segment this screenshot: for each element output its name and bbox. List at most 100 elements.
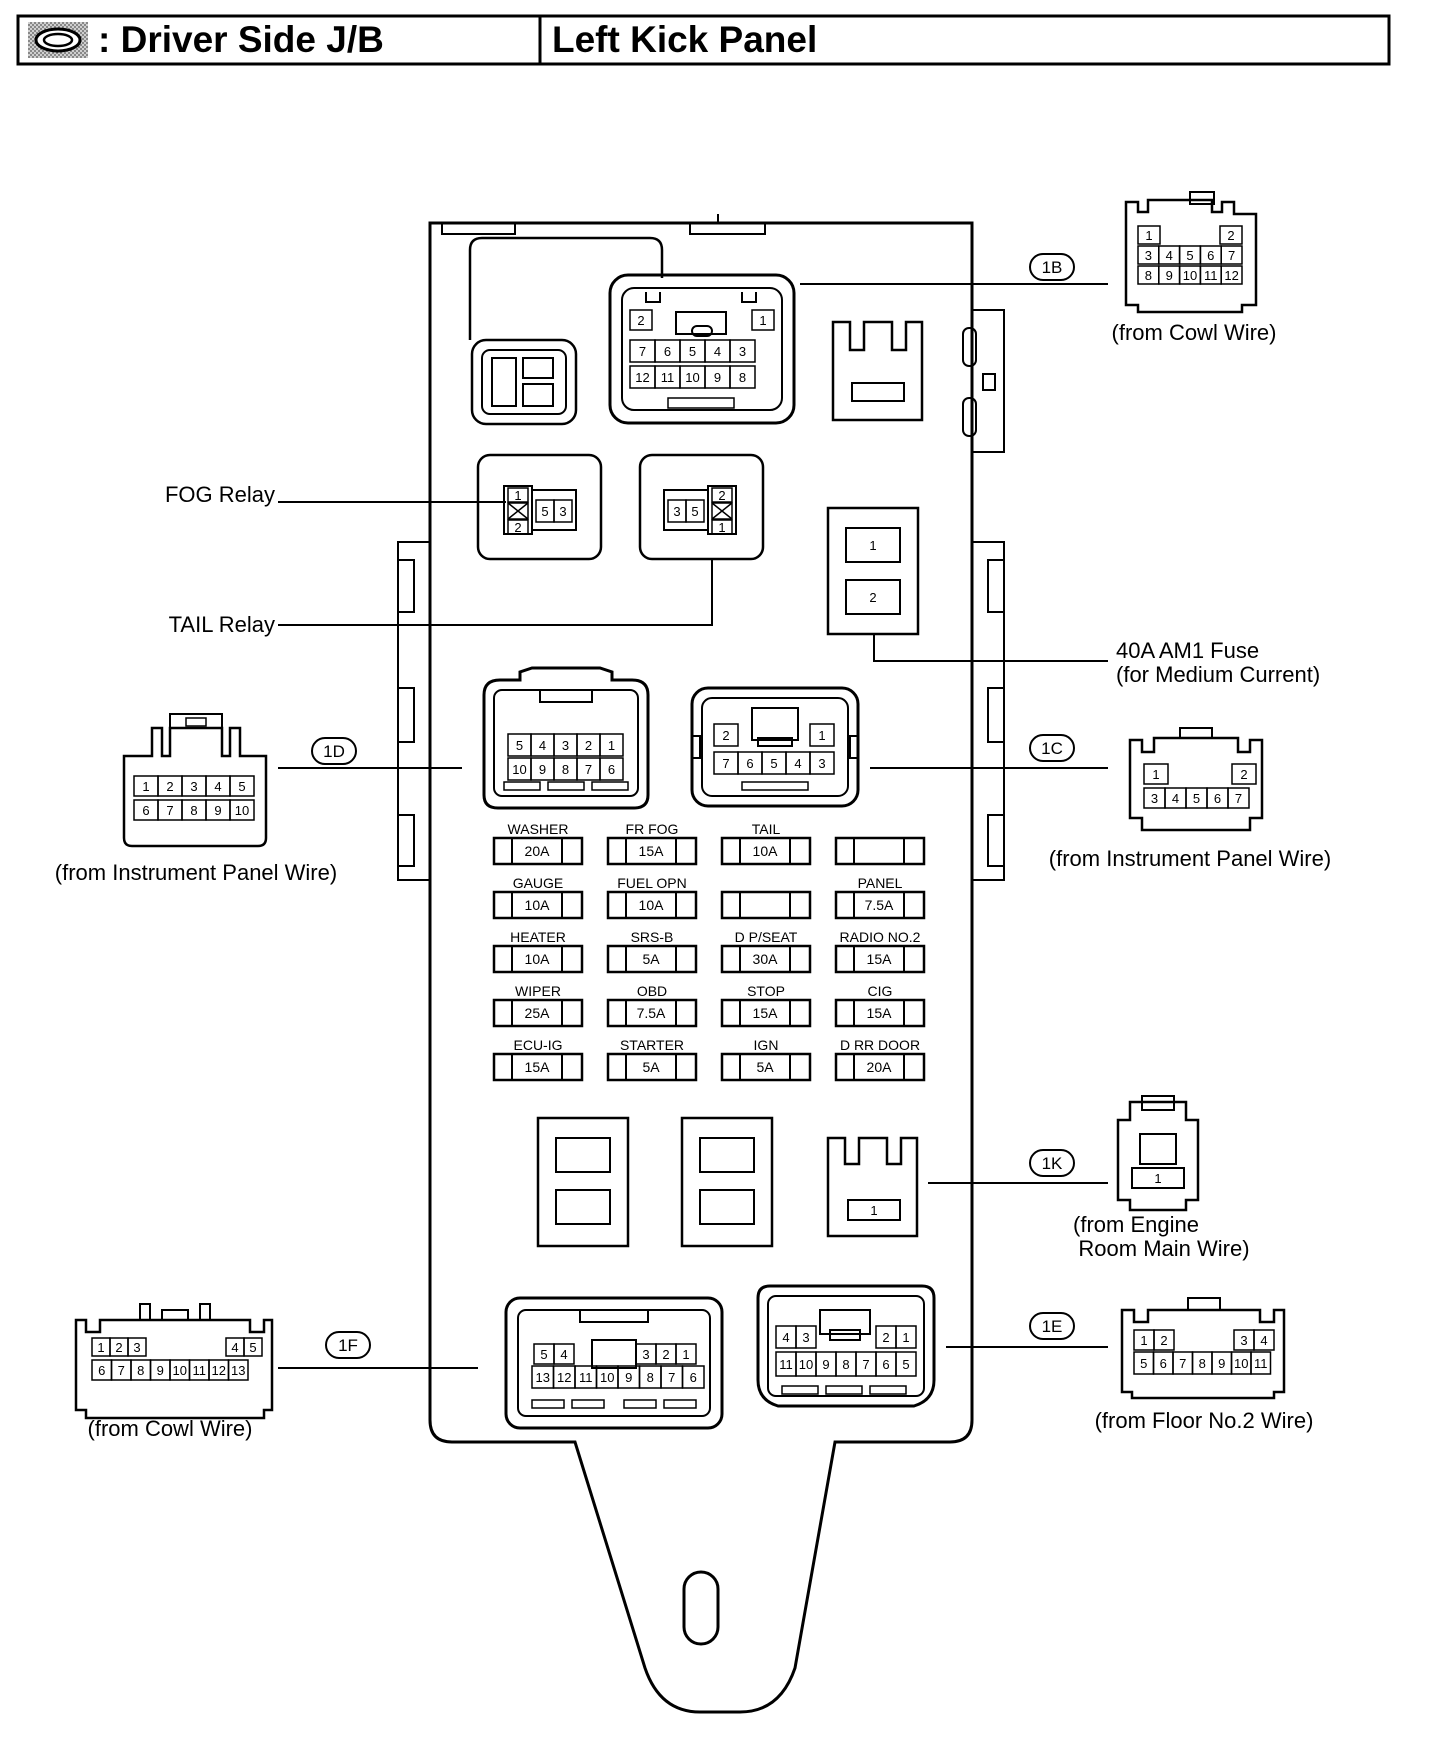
fuse-amp: 10A <box>525 951 551 967</box>
1B-box-pin-cell <box>729 365 756 389</box>
fuse-name: D P/SEAT <box>735 929 798 945</box>
code-1K-callout: 1K <box>1029 1149 1075 1177</box>
fuse-amp: 25A <box>525 1005 551 1021</box>
leader-lines <box>278 283 1108 1369</box>
1B-box-pin-cell <box>629 309 653 331</box>
1E-ext-pin-label: 4 <box>1260 1333 1267 1348</box>
1E-ext-pin-label: 3 <box>1240 1333 1247 1348</box>
junction-block-body <box>397 214 1005 1714</box>
fog-pin-label: 3 <box>559 504 566 519</box>
am1-fuse-sublabel: (for Medium Current) <box>1116 662 1320 687</box>
1C-box-pin-label: 6 <box>746 756 753 771</box>
1E-box-pin-label: 1 <box>902 1330 909 1345</box>
1E-ext-pin-label: 8 <box>1199 1356 1206 1371</box>
code-1E: 1E <box>1042 1317 1063 1336</box>
connector-1F-source: (from Cowl Wire) <box>88 1416 253 1441</box>
header-title: : Driver Side J/B <box>98 19 384 60</box>
tail-relay-label: TAIL Relay <box>169 612 275 637</box>
fuse-name: CIG <box>868 983 893 999</box>
1F-box-pin-label: 13 <box>536 1370 550 1385</box>
1D-box-pin-label: 2 <box>585 738 592 753</box>
1F-ext-pin-cell <box>243 1337 263 1357</box>
1D-box-pin-label: 3 <box>562 738 569 753</box>
1B-box-pin-label: 2 <box>637 313 644 328</box>
fuse-amp: 15A <box>867 951 893 967</box>
connector-1K-source-line1: (from Engine <box>1073 1212 1199 1237</box>
1B-box-pin-cell <box>729 339 756 363</box>
1F-ext-pin-label: 2 <box>115 1340 122 1355</box>
1D-ext-pin-label: 3 <box>190 779 197 794</box>
fuse-name: RADIO NO.2 <box>840 929 921 945</box>
1B-ext-pin-cell <box>1137 225 1161 245</box>
fuse-name: IGN <box>754 1037 779 1053</box>
1C-box-pin-label: 1 <box>818 728 825 743</box>
1C-box-pin-cell <box>809 751 835 775</box>
am1-pin-1: 1 <box>869 538 876 553</box>
am1-fuse-holder: 1 2 <box>826 506 920 636</box>
1B-ext-pin-label: 10 <box>1183 268 1197 283</box>
1F-ext-pin-label: 12 <box>212 1363 226 1378</box>
1B-box-pin-label: 7 <box>639 344 646 359</box>
1E-box-pin-label: 2 <box>882 1330 889 1345</box>
1E-ext-pin-label: 1 <box>1140 1333 1147 1348</box>
1C-ext-pin-label: 2 <box>1240 767 1247 782</box>
fuse-amp: 30A <box>753 951 779 967</box>
1D-ext-pin-label: 5 <box>238 779 245 794</box>
1F-box-pin-cell <box>553 1343 575 1365</box>
1F-box-pin-label: 7 <box>668 1370 675 1385</box>
fuse-amp: 7.5A <box>865 897 894 913</box>
1C-ext-pin-label: 5 <box>1193 791 1200 806</box>
1F-ext-pin-label: 1 <box>97 1340 104 1355</box>
1B-ext-pin-label: 3 <box>1145 248 1152 263</box>
1D-ext-pin-label: 8 <box>190 803 197 818</box>
1F-ext-pin-label: 3 <box>133 1340 140 1355</box>
fog-pin-label: 5 <box>541 504 548 519</box>
1C-box-pin-label: 3 <box>818 756 825 771</box>
fuse-name: FUEL OPN <box>617 875 687 891</box>
1C-box-pin-label: 7 <box>722 756 729 771</box>
lower-relay-socket-1 <box>536 1116 630 1248</box>
connector-1E-source: (from Floor No.2 Wire) <box>1095 1408 1314 1433</box>
fuse-amp: 15A <box>867 1005 893 1021</box>
connector-1D-source: (from Instrument Panel Wire) <box>55 860 337 885</box>
1C-box-pin-label: 5 <box>770 756 777 771</box>
1C-box-pin-cell <box>713 723 739 747</box>
1F-box-pin-label: 4 <box>560 1347 567 1362</box>
tail-pin-label: 1 <box>718 520 725 535</box>
1F-ext-pin-label: 4 <box>231 1340 238 1355</box>
1D-ext-pin-label: 6 <box>142 803 149 818</box>
1D-box-pin-label: 5 <box>516 738 523 753</box>
code-1C: 1C <box>1041 739 1063 758</box>
1F-box-pin-label: 12 <box>557 1370 571 1385</box>
1D-box-pin-cell <box>599 733 624 757</box>
1D-box-pin-label: 4 <box>539 738 546 753</box>
1K-ext-pin: 1 <box>1154 1171 1161 1186</box>
1E-box-pin-cell <box>895 1351 917 1377</box>
1C-box-pin-label: 2 <box>722 728 729 743</box>
fuse-name: STARTER <box>620 1037 684 1053</box>
fuse-amp: 20A <box>525 843 551 859</box>
tail-pin-label: 5 <box>691 504 698 519</box>
1K-box-pin: 1 <box>870 1203 877 1218</box>
code-1B-callout: 1B <box>1029 253 1075 281</box>
1B-ext-pin-cell <box>1219 225 1243 245</box>
1F-ext-pin-label: 11 <box>193 1363 207 1378</box>
1C-ext-pin-cell <box>1143 763 1169 785</box>
1E-ext-pin-cell <box>1253 1329 1275 1351</box>
fuse-name: ECU-IG <box>514 1037 563 1053</box>
1B-ext-pin-cell <box>1220 245 1243 265</box>
1F-ext-pin-cell <box>227 1359 249 1381</box>
1B-box-pin-label: 5 <box>689 344 696 359</box>
fuse-amp: 15A <box>525 1059 551 1075</box>
code-1D-callout: 1D <box>311 737 357 765</box>
1F-box-pin-label: 11 <box>579 1370 593 1385</box>
1E-box-pin-label: 11 <box>779 1357 793 1372</box>
